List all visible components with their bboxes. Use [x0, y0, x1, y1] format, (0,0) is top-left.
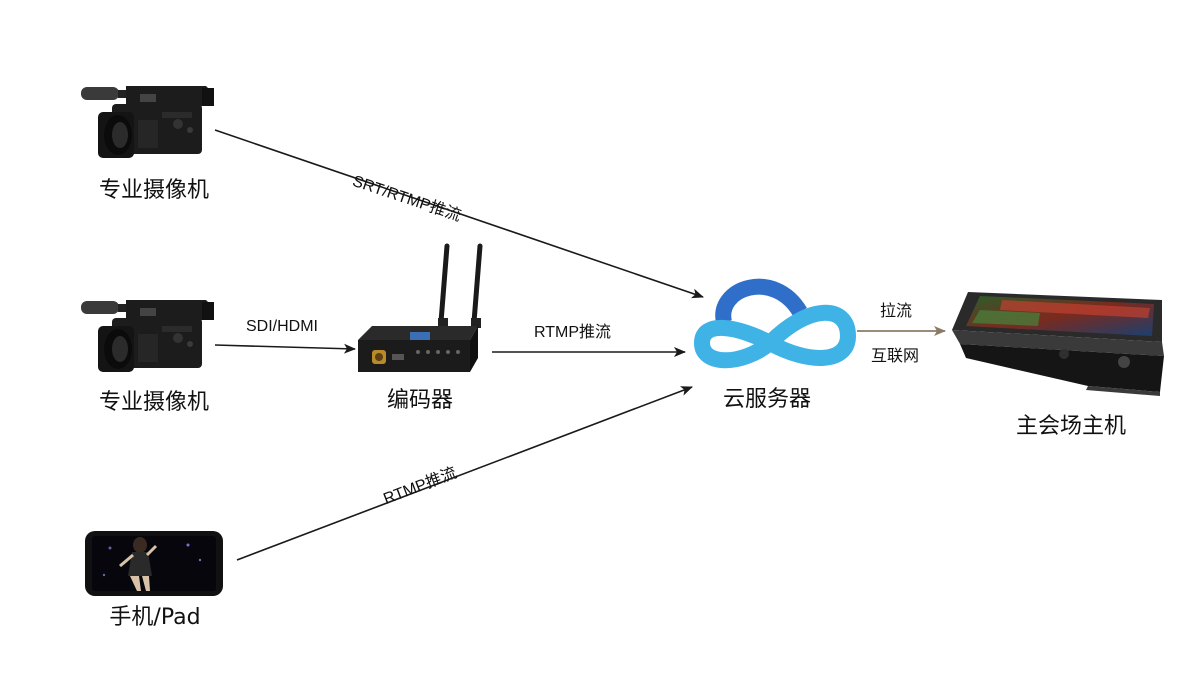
edge-label-encoder-rtmp: RTMP推流 [534, 324, 612, 341]
edge-phone-to-cloud [236, 386, 693, 561]
phone-label: 手机/Pad [109, 605, 201, 630]
edge-camera1-to-cloud [214, 129, 704, 299]
encoder-label: 编码器 [386, 388, 454, 413]
encoder-icon [358, 243, 483, 372]
camera2-label: 专业摄像机 [98, 390, 210, 415]
camera-icon [81, 300, 214, 372]
phone-icon [85, 531, 223, 596]
edge-label-pull-stream: 拉流 [880, 303, 913, 320]
cloud-label: 云服务器 [722, 387, 812, 412]
host-device-icon [952, 292, 1164, 396]
camera1-label: 专业摄像机 [98, 178, 210, 203]
edge-label-internet: 互联网 [871, 348, 920, 365]
camera-icon [81, 86, 214, 158]
cloud-icon [694, 278, 856, 369]
host-label: 主会场主机 [1015, 414, 1127, 439]
edge-label-sdi-hdmi: SDI/HDMI [246, 318, 318, 335]
edge-camera2-to-encoder [214, 343, 356, 354]
